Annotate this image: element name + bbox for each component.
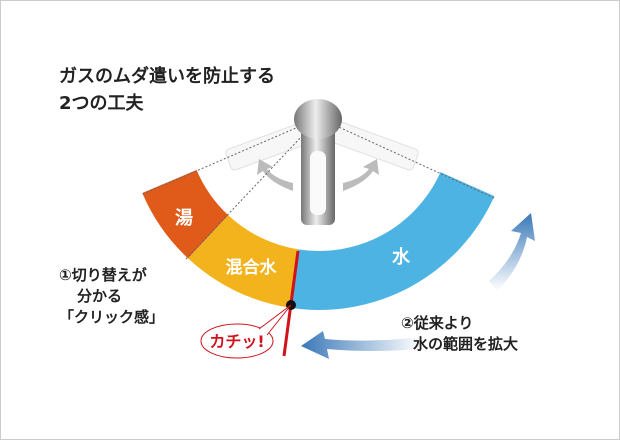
segment-mixed-label: 混合水 xyxy=(226,257,278,278)
expand-arrow-right xyxy=(489,213,535,291)
note1-line-3: 「クリック感」 xyxy=(59,308,165,326)
click-sound-text: カチッ! xyxy=(209,332,264,351)
segment-hot-label: 湯 xyxy=(175,208,193,229)
note-water-range: ②従来より 水の範囲を拡大 xyxy=(401,313,518,355)
segment-cold-label: 水 xyxy=(392,246,411,268)
expand-arrow-bottom xyxy=(301,331,421,359)
rotate-right-arrow xyxy=(343,159,379,191)
note2-line-1: ②従来より xyxy=(401,314,474,332)
note1-line-1: ①切り替えが xyxy=(59,266,147,284)
note-click-feel: ①切り替えが 分かる 「クリック感」 xyxy=(59,265,164,328)
arc-cold xyxy=(288,172,495,310)
faucet-head xyxy=(294,99,342,139)
guide-lines xyxy=(142,117,495,260)
arc-mixed xyxy=(188,215,299,308)
rotate-left-arrow xyxy=(257,159,293,191)
page-title: ガスのムダ遣いを防止する 2つの工夫 xyxy=(59,63,275,117)
title-line-1: ガスのムダ遣いを防止する xyxy=(59,66,275,87)
arc-hot xyxy=(142,169,229,259)
note1-line-2: 分かる xyxy=(77,287,123,305)
click-bubble xyxy=(200,323,274,359)
note2-line-2: 水の範囲を拡大 xyxy=(413,335,519,353)
title-line-2: 2つの工夫 xyxy=(59,93,144,114)
